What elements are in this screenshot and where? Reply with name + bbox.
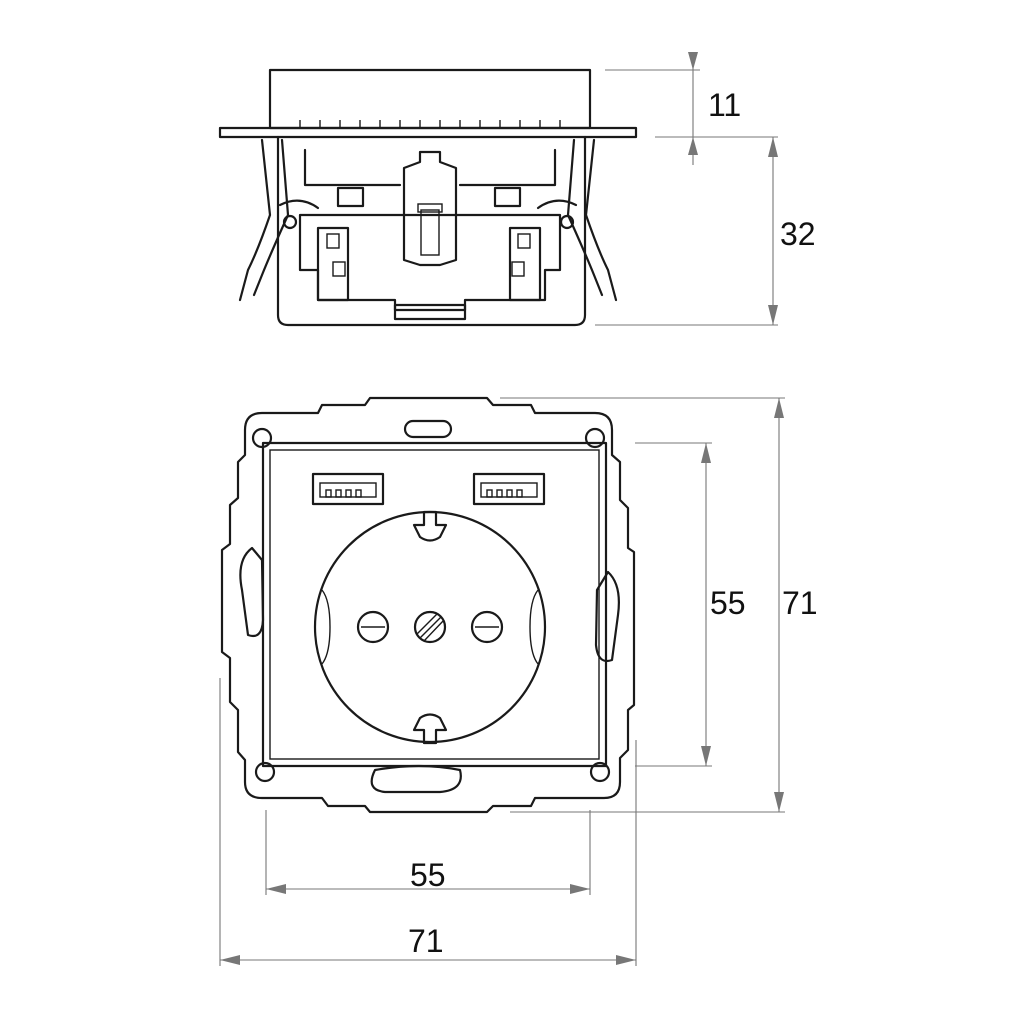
front-cover-inset [269, 449, 600, 760]
dim-32-label: 32 [780, 216, 816, 252]
side-frame-flange [218, 126, 638, 139]
side-bottom-tab [393, 303, 467, 321]
dim-32: 32 [595, 136, 816, 326]
earth-clip-bottom [412, 713, 448, 745]
side-upper-block [303, 148, 557, 187]
right-side-slot [594, 570, 620, 663]
left-side-slot [239, 546, 265, 638]
dim-71-vertical: 71 [500, 397, 818, 813]
pin-hole-right [470, 610, 504, 644]
pin-hole-left [356, 610, 390, 644]
side-view: 11 32 [218, 52, 816, 327]
dim-55-horizontal-label: 55 [410, 857, 446, 893]
front-cover-plate [261, 441, 608, 768]
dim-71-vertical-label: 71 [782, 585, 818, 621]
dim-55-vertical: 55 [635, 442, 746, 767]
corner-hole-top-right [584, 427, 606, 449]
dim-71-horizontal: 71 [219, 678, 637, 966]
bottom-slot [370, 764, 462, 794]
side-cover [268, 68, 592, 130]
dim-71-horizontal-label: 71 [408, 923, 444, 959]
side-flange-ribs [299, 120, 561, 128]
corner-hole-bottom-left [254, 761, 276, 783]
dim-11: 11 [605, 52, 741, 165]
side-left-claw [238, 138, 320, 302]
earth-clip-top [412, 510, 448, 542]
front-view: 55 71 55 71 [219, 396, 818, 966]
side-right-claw [536, 138, 618, 302]
center-screw [413, 610, 447, 644]
top-slot [403, 419, 453, 439]
side-right-terminal [493, 186, 542, 302]
side-center-contact [402, 150, 458, 267]
usb-port-left [311, 472, 385, 506]
side-left-terminal [316, 186, 365, 302]
front-mounting-frame [220, 396, 636, 814]
usb-port-right [472, 472, 546, 506]
side-insert-body [276, 135, 587, 327]
dim-55-horizontal: 55 [265, 810, 591, 895]
schuko-socket [313, 510, 547, 745]
dim-11-label: 11 [708, 87, 741, 123]
corner-hole-bottom-right [589, 761, 611, 783]
dim-55-vertical-label: 55 [710, 585, 746, 621]
